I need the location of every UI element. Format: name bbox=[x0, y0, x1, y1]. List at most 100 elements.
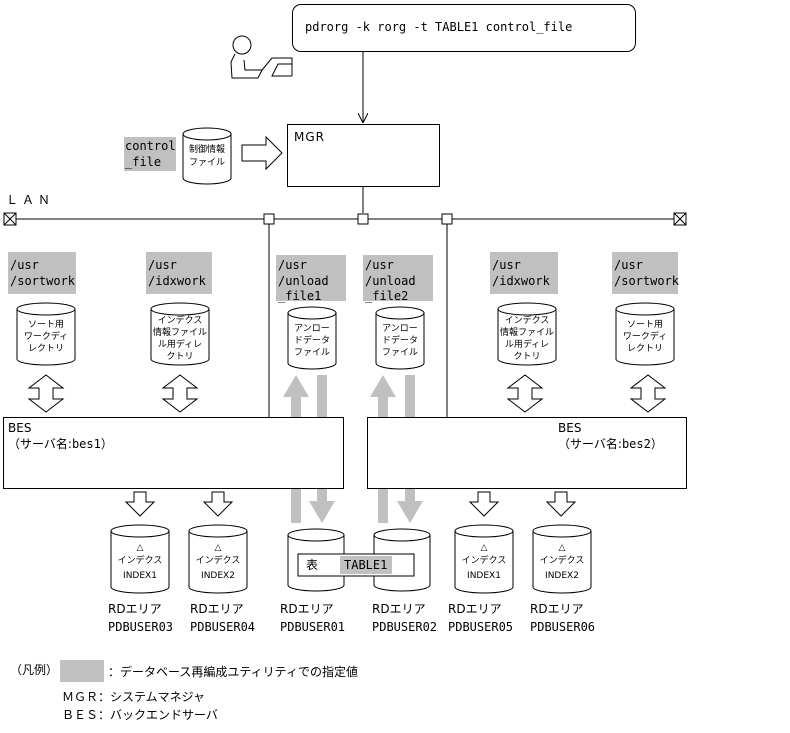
dir-cyl-line: ファイル bbox=[293, 348, 330, 358]
dir-arg-line3: _file1 bbox=[278, 289, 322, 303]
index-cylinder bbox=[454, 524, 514, 594]
dir-cyl-line: クトリ bbox=[166, 352, 194, 362]
bes-title: BES bbox=[558, 421, 582, 435]
control-file-cyl-line2: ファイル bbox=[188, 158, 225, 168]
dir-arg-line1: /usr bbox=[492, 258, 521, 272]
rd-area-label: RDエリア bbox=[280, 602, 334, 616]
command-box: pdrorg -k rorg -t TABLE1 control_file bbox=[292, 4, 636, 52]
dir-cyl-line: ドデータ bbox=[293, 336, 330, 346]
dir-arg-line1: /usr bbox=[10, 258, 39, 272]
control-file-arg-2: _file bbox=[125, 155, 162, 169]
rd-area-label: RDエリア bbox=[372, 602, 426, 616]
double-arrow-icon bbox=[629, 374, 667, 413]
dir-cylinder bbox=[16, 302, 76, 366]
rd-area-name: PDBUSER06 bbox=[530, 620, 596, 634]
mgr-box: MGR bbox=[287, 124, 440, 187]
rd-area-name: PDBUSER03 bbox=[108, 620, 174, 634]
dir-arg-line2: /unload bbox=[278, 274, 329, 288]
control-file-arrow bbox=[241, 135, 283, 171]
dir-cyl-line: ル用ディレ bbox=[157, 340, 203, 350]
dir-cyl-line: ワークディ bbox=[622, 332, 668, 342]
dir-arg-line1: /usr bbox=[614, 258, 643, 272]
double-arrow-icon bbox=[161, 374, 199, 413]
dir-cyl-line: レクトリ bbox=[27, 344, 64, 354]
rd-area-label: RDエリア bbox=[190, 602, 244, 616]
lan-label: ＬＡＮ bbox=[6, 193, 55, 207]
lan-terminator-right bbox=[673, 212, 687, 226]
lan-terminator-left bbox=[3, 212, 17, 226]
index-label: インデクス bbox=[539, 556, 585, 566]
index-cylinder bbox=[110, 524, 170, 594]
dir-arg-line2: /idxwork bbox=[148, 274, 206, 288]
down-arrow-icon bbox=[124, 491, 156, 517]
legend-bes: ＢＥＳ：バックエンドサーバ bbox=[62, 708, 218, 722]
dir-arg-line1: /usr bbox=[278, 258, 307, 272]
control-file-arg-1: control bbox=[125, 139, 176, 153]
table-name: TABLE1 bbox=[344, 558, 388, 572]
dir-cyl-line: 情報ファイル bbox=[152, 328, 207, 338]
rd-area-label: RDエリア bbox=[530, 602, 584, 616]
dir-cyl-line: アンロー bbox=[294, 324, 330, 334]
legend-mgr: ＭＧＲ：システムマネジャ bbox=[62, 690, 206, 704]
legend-title: （凡例） bbox=[10, 663, 59, 677]
dir-cyl-line: ドデータ bbox=[381, 336, 418, 346]
index-mark: △ bbox=[480, 543, 488, 553]
dir-cyl-line: インデクス bbox=[504, 316, 550, 326]
control-file-cylinder bbox=[182, 127, 232, 185]
index-mark: △ bbox=[214, 543, 222, 553]
legend-gray-desc: ：データベース再編成ユティリティでの指定値 bbox=[108, 665, 358, 679]
index-label: インデクス bbox=[117, 556, 163, 566]
index-mark: △ bbox=[136, 543, 144, 553]
dir-cyl-line: クトリ bbox=[513, 352, 541, 362]
dir-cyl-line: 情報ファイル bbox=[499, 328, 554, 338]
dir-cyl-line: ファイル bbox=[381, 348, 418, 358]
bes-title: BES bbox=[8, 421, 32, 435]
down-arrow-icon bbox=[468, 491, 500, 517]
user-icon bbox=[230, 35, 293, 79]
bes-server-line: （サーバ名:bes1） bbox=[8, 437, 113, 451]
index-name: INDEX1 bbox=[467, 571, 501, 581]
control-file-cyl-line1: 制御情報 bbox=[188, 145, 225, 155]
mgr-label: MGR bbox=[294, 130, 325, 144]
dir-cyl-line: ソート用 bbox=[27, 320, 64, 330]
dir-arg-line1: /usr bbox=[365, 258, 394, 272]
table-label: 表 bbox=[306, 558, 319, 572]
index-mark: △ bbox=[558, 543, 566, 553]
rd-area-name: PDBUSER05 bbox=[448, 620, 514, 634]
dir-cylinder bbox=[375, 306, 425, 370]
index-cylinder bbox=[532, 524, 592, 594]
dir-cylinder bbox=[150, 302, 210, 366]
dir-cyl-line: ル用ディレ bbox=[504, 340, 550, 350]
dir-cyl-line: ソート用 bbox=[626, 320, 663, 330]
index-label: インデクス bbox=[461, 556, 507, 566]
dir-arg-line3: _file2 bbox=[365, 289, 409, 303]
down-arrow-icon bbox=[545, 491, 577, 517]
dir-cyl-line: ワークディ bbox=[23, 332, 69, 342]
dir-cylinder bbox=[497, 302, 557, 366]
double-arrow-icon bbox=[27, 374, 65, 413]
bes-box-1: BES （サーバ名:bes1） bbox=[3, 417, 344, 489]
double-arrow-icon bbox=[506, 374, 544, 413]
index-name: INDEX1 bbox=[123, 571, 157, 581]
dir-arg-line2: /sortwork bbox=[10, 274, 76, 288]
rd-area-name: PDBUSER01 bbox=[280, 620, 346, 634]
bes-server-line: （サーバ名:bes2） bbox=[558, 437, 663, 451]
rd-area-name: PDBUSER02 bbox=[372, 620, 438, 634]
dir-arg-line2: /sortwork bbox=[614, 274, 680, 288]
rd-area-label: RDエリア bbox=[108, 602, 162, 616]
rd-area-label: RDエリア bbox=[448, 602, 502, 616]
index-name: INDEX2 bbox=[201, 571, 235, 581]
rd-area-name: PDBUSER04 bbox=[190, 620, 256, 634]
dir-cyl-line: アンロー bbox=[382, 324, 418, 334]
command-text: pdrorg -k rorg -t TABLE1 control_file bbox=[305, 20, 573, 34]
down-arrow-icon bbox=[202, 491, 234, 517]
dir-arg-line1: /usr bbox=[148, 258, 177, 272]
dir-cyl-line: レクトリ bbox=[626, 344, 663, 354]
index-label: インデクス bbox=[195, 556, 241, 566]
dir-cyl-line: インデクス bbox=[157, 316, 203, 326]
dir-cylinder bbox=[615, 302, 675, 366]
bes-box-2: BES （サーバ名:bes2） bbox=[367, 417, 687, 489]
dir-arg-line2: /unload bbox=[365, 274, 416, 288]
